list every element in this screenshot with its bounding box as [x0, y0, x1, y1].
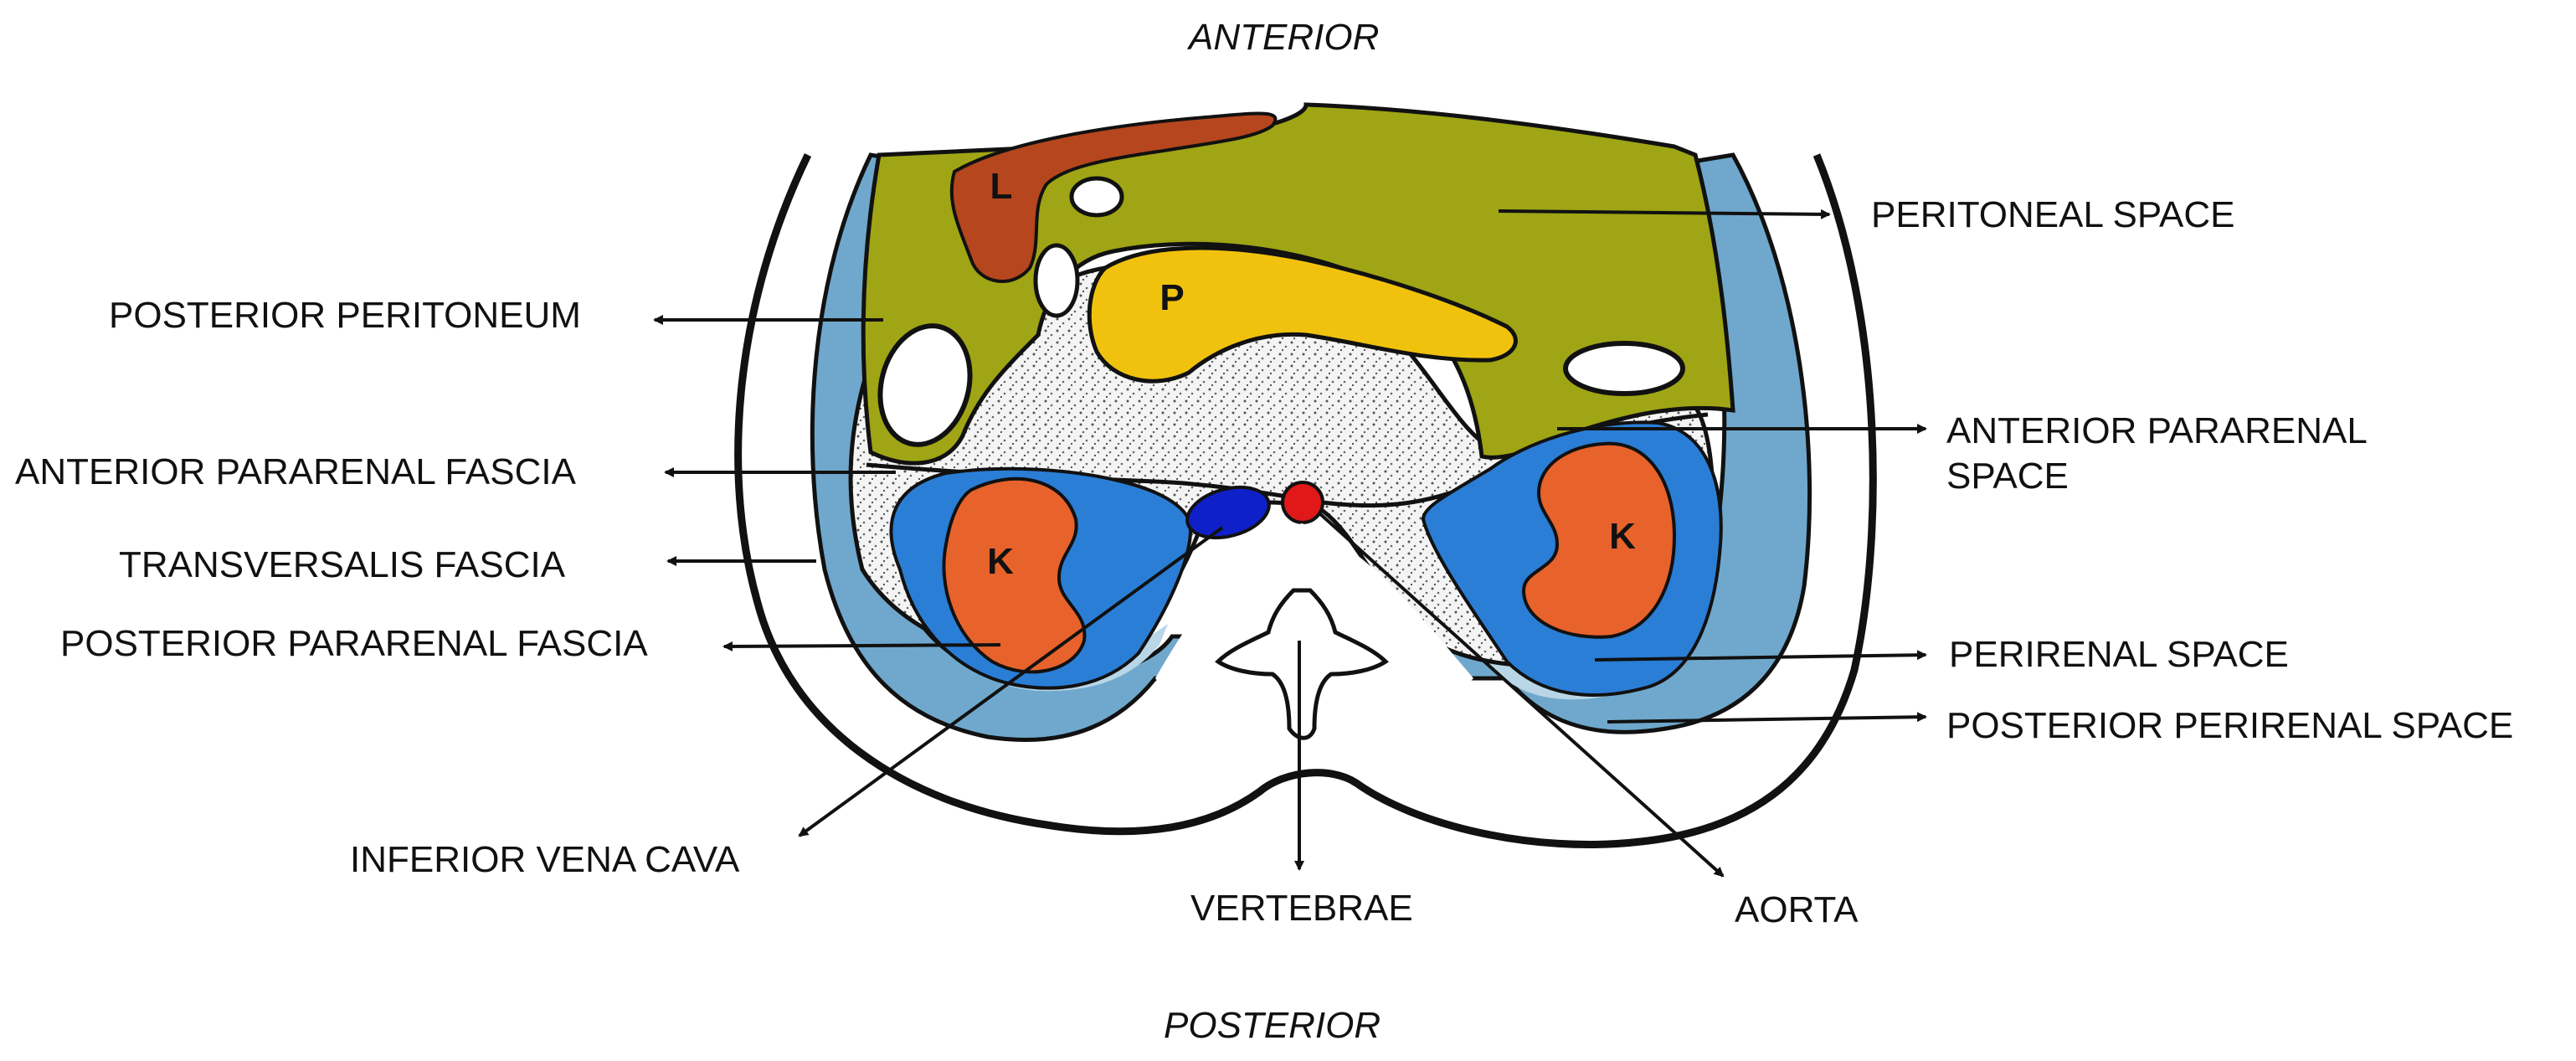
body-wall-outline: [734, 153, 1877, 848]
arrow-posterior-pararenal-fascia: [722, 641, 1001, 652]
aorta-label: AORTA: [1735, 889, 1859, 930]
aorta-vessel: [1281, 481, 1324, 524]
arrow-perirenal-space: [1594, 650, 1927, 662]
transversalis-fascia-label: TRANSVERSALIS FASCIA: [119, 544, 566, 585]
arrow-peritoneal-space: [1498, 209, 1831, 219]
kidney-right: [1521, 441, 1677, 639]
vertebrae-label: VERTEBRAE: [1190, 888, 1413, 929]
anterior-pararenal-fascia-label: ANTERIOR PARARENAL FASCIA: [15, 451, 576, 492]
arrow-posterior-perirenal-space: [1607, 712, 1927, 724]
vertebra: [1215, 588, 1389, 740]
pancreas-label: P: [1159, 277, 1184, 318]
kidney-right-label: K: [1609, 516, 1636, 557]
posterior-pararenal-fascia-label: POSTERIOR PARARENAL FASCIA: [60, 623, 648, 664]
liver-label: L: [990, 166, 1013, 207]
inferior-vena-cava-label: INFERIOR VENA CAVA: [350, 839, 740, 880]
posterior-peritoneum-label: POSTERIOR PERITONEUM: [109, 295, 581, 336]
bowel-loop-1: [1069, 176, 1124, 218]
arrow-inferior-vena-cava: [798, 526, 1224, 837]
inferior-vena-cava-vessel: [1185, 486, 1271, 539]
leader-lines: [653, 209, 1927, 878]
anterior-label: ANTERIOR: [1189, 17, 1380, 58]
kidney-left-label: K: [987, 541, 1014, 582]
anterior-pararenal-space-line1: ANTERIOR PARARENAL: [1946, 410, 2368, 451]
pancreas: [1087, 245, 1518, 384]
peritoneal-space-label: PERITONEAL SPACE: [1871, 194, 2235, 235]
kidney-left: [942, 476, 1087, 674]
arrow-aorta: [1317, 511, 1725, 878]
anterior-pararenal-space-line2: SPACE: [1946, 455, 2069, 497]
bowel-loop-4: [1563, 341, 1685, 396]
bowel-loop-2: [1033, 243, 1080, 318]
posterior-label: POSTERIOR: [1164, 1005, 1381, 1046]
anterior-pararenal-space-label: ANTERIOR PARARENAL SPACE: [1946, 409, 2368, 498]
perirenal-space-label: PERIRENAL SPACE: [1949, 634, 2289, 675]
liver: [949, 111, 1278, 283]
posterior-perirenal-space-label: POSTERIOR PERIRENAL SPACE: [1946, 705, 2514, 746]
bowel-loop-3: [877, 323, 973, 447]
